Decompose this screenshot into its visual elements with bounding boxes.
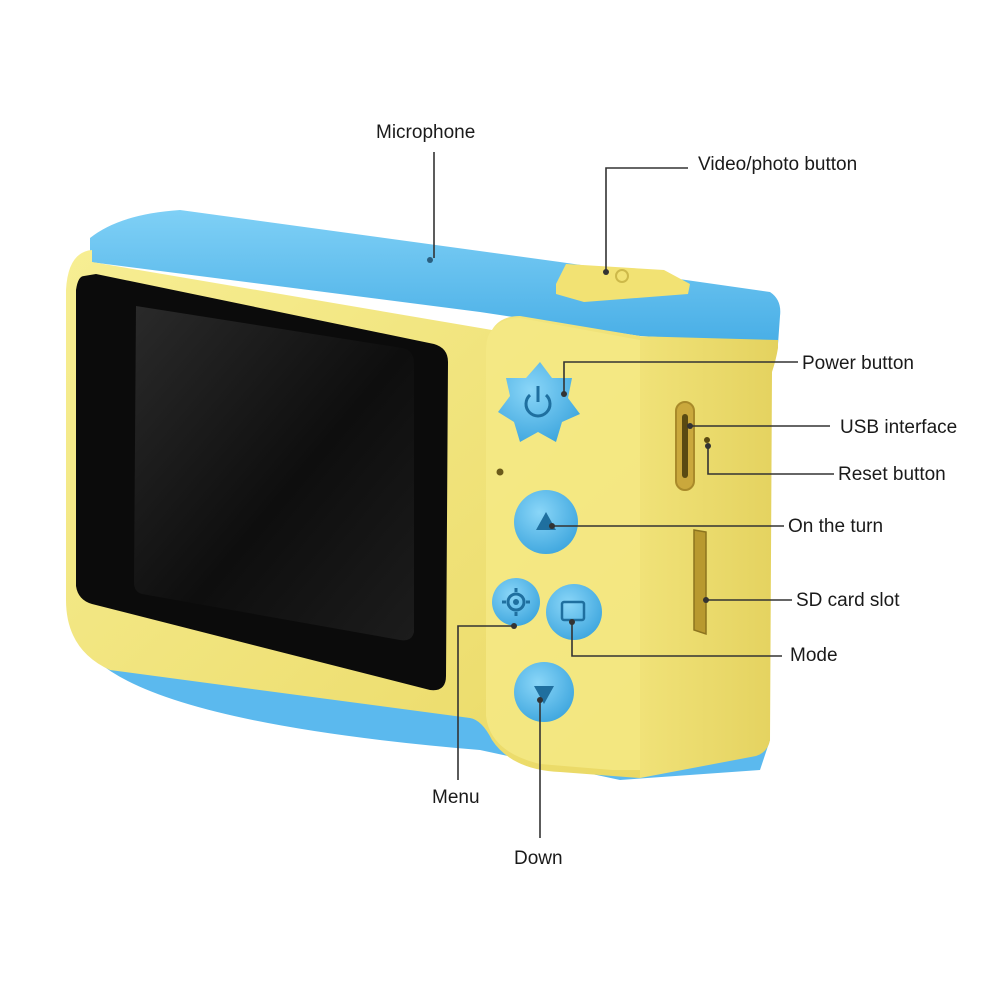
microphone-hole [427,257,433,263]
leader-lines [433,152,834,838]
label-down: Down [514,848,563,869]
label-on-the-turn: On the turn [788,516,883,537]
reset-hole[interactable] [704,437,710,443]
top-blue-shell [90,210,781,344]
leader-dot-video-photo [603,269,609,275]
leader-dot-power [561,391,567,397]
leader-mode [571,622,782,657]
leader-menu [457,625,514,780]
shutter-icon [615,269,629,283]
leader-dot-menu [511,623,517,629]
buttons [492,362,602,722]
leader-dot-usb [687,423,693,429]
mode-button[interactable] [546,584,602,640]
label-reset-button: Reset button [838,464,946,485]
label-video-photo-button: Video/photo button [698,154,857,175]
leader-dot-reset [705,443,711,449]
label-menu: Menu [432,787,480,808]
indicator-dot [496,468,504,476]
leader-dot-on-the-turn [549,523,555,529]
label-sd-card-slot: SD card slot [796,590,900,611]
leader-dot-down [537,697,543,703]
label-mode: Mode [790,645,838,666]
gear-icon [502,588,530,616]
usb-port-inner [682,414,688,478]
sd-card-slot[interactable] [693,529,707,636]
leader-reset [707,446,834,475]
triangle-down-icon [534,686,554,704]
label-microphone: Microphone [376,122,475,143]
label-power-button: Power button [802,353,914,374]
label-usb-interface: USB interface [840,417,957,438]
leader-power [563,361,798,394]
leader-video-photo [605,167,688,272]
leader-dot-mode [569,619,575,625]
video-photo-button[interactable] [556,264,690,302]
leader-dot-sd [703,597,709,603]
power-icon [524,386,552,418]
screen-display [134,306,414,641]
callout-labels: Microphone Video/photo button Power butt… [376,122,957,869]
screen [76,274,448,691]
